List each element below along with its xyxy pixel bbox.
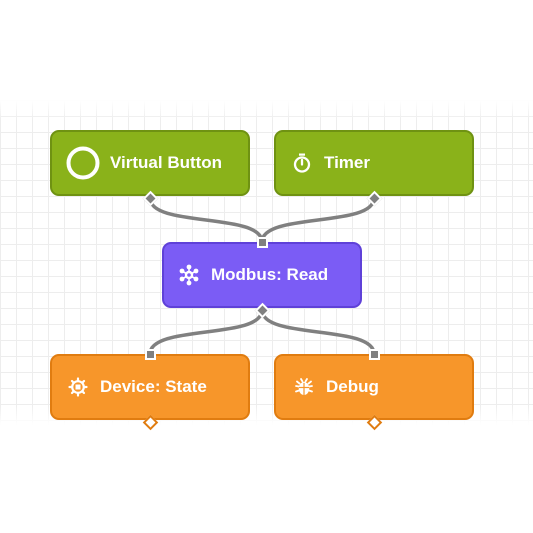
node-label: Virtual Button [110, 153, 223, 172]
wire-timer-to-modbus[interactable] [260, 196, 376, 244]
input-port-debug[interactable] [368, 348, 380, 360]
wire-modbus-to-device[interactable] [148, 308, 264, 356]
node-label: Device: State [100, 377, 207, 396]
input-port-device-state[interactable] [144, 348, 156, 360]
gear-chip-icon [68, 377, 88, 397]
node-modbus-read[interactable]: Modbus: Read [162, 242, 362, 308]
node-debug[interactable]: Debug [274, 354, 474, 420]
circle-outline-icon [66, 146, 100, 180]
node-label: Modbus: Read [211, 265, 329, 284]
network-hub-icon [178, 264, 200, 286]
node-timer[interactable]: Timer [274, 130, 474, 196]
stopwatch-icon [292, 153, 312, 173]
node-device-state[interactable]: Device: State [50, 354, 250, 420]
node-virtual-button[interactable]: Virtual Button [50, 130, 250, 196]
node-label: Timer [324, 153, 370, 172]
input-port-modbus-read[interactable] [256, 236, 268, 248]
bug-icon [294, 377, 314, 397]
node-label: Debug [326, 377, 379, 396]
wire-vbutton-to-modbus[interactable] [148, 196, 264, 244]
wire-modbus-to-debug[interactable] [260, 308, 376, 356]
